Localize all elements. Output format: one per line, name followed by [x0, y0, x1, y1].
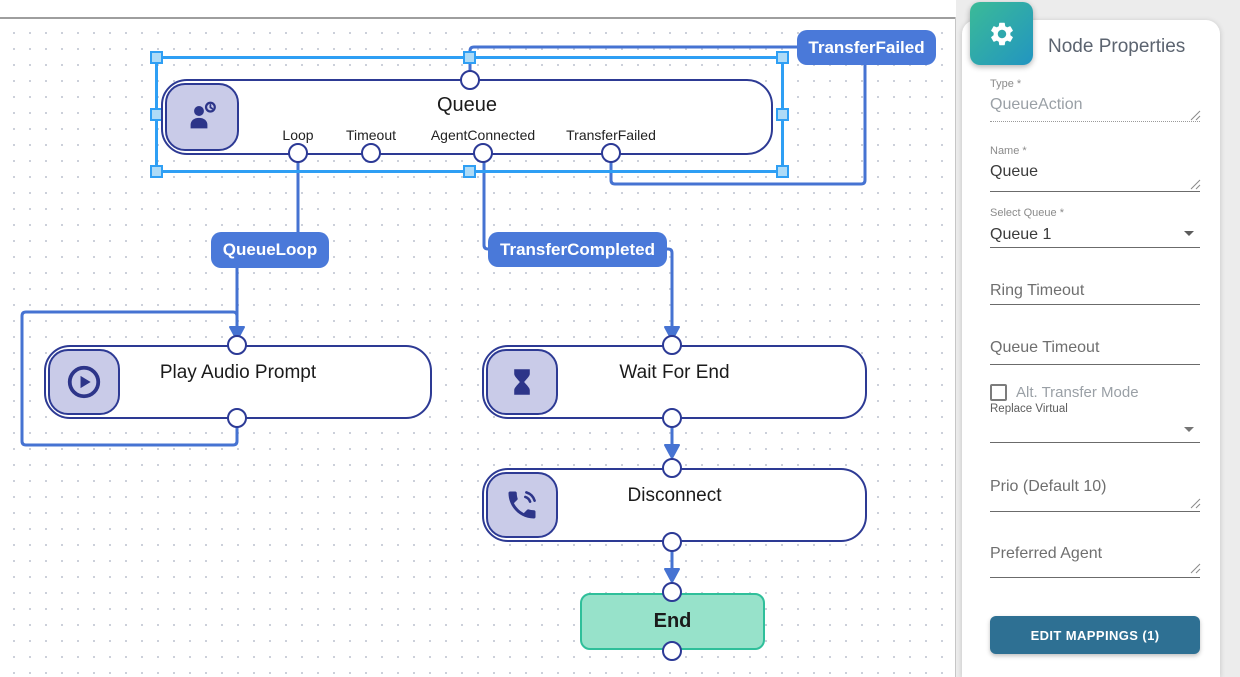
queue-port-label-loop: Loop [282, 127, 314, 143]
selection-handle-se[interactable] [776, 165, 789, 178]
disconnect-icon-box [486, 472, 558, 538]
name-underline [990, 191, 1200, 192]
gear-icon [990, 22, 1013, 45]
preferred-agent-resize-grip[interactable] [1190, 563, 1201, 574]
type-label: Type * [990, 78, 1022, 90]
port-wait-for-end-in[interactable] [662, 335, 682, 355]
edge-label-transfercompleted[interactable]: TransferCompleted [488, 232, 667, 267]
queue-timeout-field[interactable]: Queue Timeout [990, 339, 1100, 356]
node-disconnect[interactable]: Disconnect [482, 468, 867, 542]
play-circle-icon [67, 365, 101, 399]
edge-play-audio-self-loop [20, 310, 239, 447]
node-queue-title: Queue [436, 94, 498, 116]
port-queue-agentconnected[interactable] [473, 143, 493, 163]
name-resize-grip[interactable] [1190, 179, 1201, 190]
name-label: Name * [990, 145, 1027, 157]
arrowhead [229, 326, 245, 341]
replace-virtual-arrow-icon[interactable] [1184, 427, 1194, 432]
select-queue-arrow-icon[interactable] [1184, 231, 1194, 236]
port-disconnect-in[interactable] [662, 458, 682, 478]
type-underline [990, 121, 1200, 122]
prio-resize-grip[interactable] [1190, 498, 1201, 509]
select-queue-dropdown[interactable]: Queue 1 [990, 226, 1052, 243]
port-play-audio-out[interactable] [227, 408, 247, 428]
queue-port-label-transferfailed: TransferFailed [566, 127, 656, 143]
queue-port-label-agentconnected: AgentConnected [430, 127, 536, 143]
node-end[interactable]: End [580, 593, 765, 650]
name-field[interactable]: Queue [990, 163, 1039, 180]
port-queue-in[interactable] [460, 70, 480, 90]
queue-timeout-underline [990, 364, 1200, 365]
preferred-agent-field[interactable]: Preferred Agent [990, 545, 1103, 562]
port-queue-loop[interactable] [288, 143, 308, 163]
alt-transfer-mode-checkbox[interactable] [990, 384, 1007, 401]
prio-field[interactable]: Prio (Default 10) [990, 478, 1107, 495]
alt-transfer-mode-label: Alt. Transfer Mode [1016, 384, 1139, 401]
edge-transferfailed [468, 45, 867, 186]
play-audio-icon-box [48, 349, 120, 415]
port-wait-for-end-out[interactable] [662, 408, 682, 428]
select-queue-label: Select Queue * [990, 207, 1064, 219]
port-disconnect-out[interactable] [662, 532, 682, 552]
selection-handle-s[interactable] [463, 165, 476, 178]
arrowhead [664, 326, 680, 341]
phone-ring-icon [508, 491, 536, 519]
ring-timeout-underline [990, 304, 1200, 305]
selection-handle-sw[interactable] [150, 165, 163, 178]
edit-mappings-button[interactable]: EDIT MAPPINGS (1) [990, 616, 1200, 654]
node-play-audio-prompt[interactable]: Play Audio Prompt [44, 345, 432, 419]
node-wait-for-end-title: Wait For End [619, 362, 730, 383]
person-clock-icon [190, 101, 216, 129]
port-queue-transferfailed[interactable] [601, 143, 621, 163]
replace-virtual-label: Replace Virtual [990, 403, 1068, 415]
panel-title: Node Properties [1048, 36, 1186, 57]
queue-port-label-timeout: Timeout [345, 127, 397, 143]
node-queue[interactable]: Queue [161, 79, 773, 155]
select-queue-underline [990, 247, 1200, 248]
queue-icon-box [165, 83, 239, 151]
hourglass-icon [514, 369, 530, 395]
selection-handle-e[interactable] [776, 108, 789, 121]
selection-handle-ne[interactable] [776, 51, 789, 64]
selection-handle-nw[interactable] [150, 51, 163, 64]
node-wait-for-end[interactable]: Wait For End [482, 345, 867, 419]
prio-underline [990, 511, 1200, 512]
port-end-out[interactable] [662, 641, 682, 661]
edge-label-queueloop[interactable]: QueueLoop [211, 232, 329, 268]
ring-timeout-field[interactable]: Ring Timeout [990, 282, 1085, 299]
selection-handle-n[interactable] [463, 51, 476, 64]
type-field[interactable]: QueueAction [990, 96, 1083, 113]
flow-canvas[interactable]: Queue Loop Timeout AgentConnected Transf… [0, 0, 957, 677]
type-resize-grip[interactable] [1190, 110, 1201, 121]
node-play-audio-prompt-title: Play Audio Prompt [159, 362, 317, 383]
node-end-title: End [653, 610, 692, 632]
arrowhead [664, 444, 680, 459]
port-play-audio-in[interactable] [227, 335, 247, 355]
canvas-top-border [0, 17, 956, 19]
canvas-right-border [955, 17, 956, 677]
wait-for-end-icon-box [486, 349, 558, 415]
replace-virtual-underline [990, 442, 1200, 443]
arrowhead [664, 568, 680, 583]
port-queue-timeout[interactable] [361, 143, 381, 163]
gear-badge [970, 2, 1033, 65]
edge-label-transferfailed[interactable]: TransferFailed [797, 30, 936, 65]
port-end-in[interactable] [662, 582, 682, 602]
preferred-agent-underline [990, 577, 1200, 578]
node-disconnect-title: Disconnect [627, 485, 722, 506]
node-properties-panel [962, 20, 1220, 677]
